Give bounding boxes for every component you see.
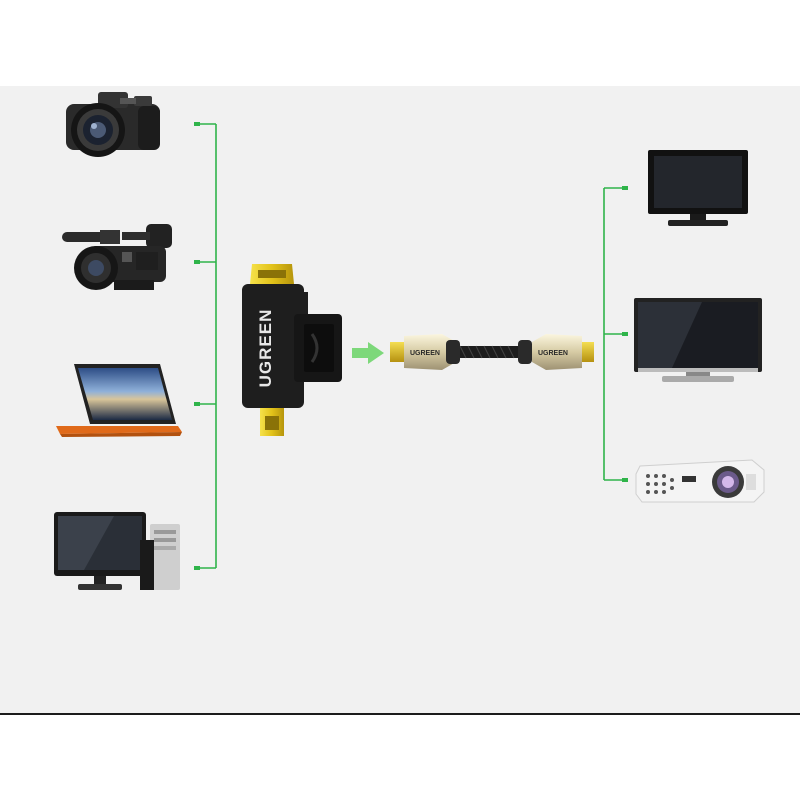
desktop-computer-icon <box>54 510 184 594</box>
adapter-brand-label: UGREEN <box>256 308 275 388</box>
projector-icon <box>634 456 768 506</box>
adapter-device: UGREEN <box>238 262 346 444</box>
crt-tv-icon <box>646 148 750 228</box>
cable-brand-left-label: UGREEN <box>410 350 440 357</box>
cable-brand-right-label: UGREEN <box>538 350 568 357</box>
camcorder-icon <box>60 220 178 296</box>
divider <box>0 713 800 715</box>
flat-panel-tv-icon <box>632 296 764 384</box>
convertible-laptop-icon <box>54 362 184 438</box>
arrow-right-icon <box>350 340 386 366</box>
dslr-camera-icon <box>64 86 164 160</box>
hdmi-cable: UGREEN UGREEN <box>386 324 596 380</box>
